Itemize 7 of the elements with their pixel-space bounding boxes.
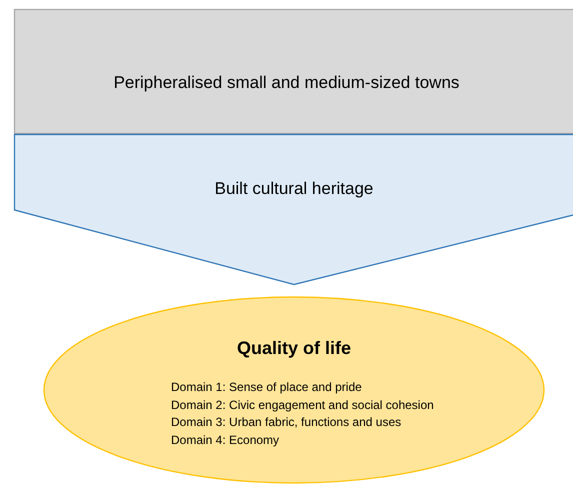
domain-item: Domain 3: Urban fabric, functions and uses	[171, 415, 402, 429]
domain-item: Domain 4: Economy	[171, 432, 280, 446]
domain-item: Domain 1: Sense of place and pride	[171, 380, 362, 394]
ellipse-heading: Quality of life	[236, 338, 352, 359]
node-title: Peripheralised small and medium-sized towns	[112, 73, 460, 93]
domain-item: Domain 2: Civic engagement and social cohesion	[171, 398, 434, 412]
node-title: Built cultural heritage	[214, 179, 374, 199]
